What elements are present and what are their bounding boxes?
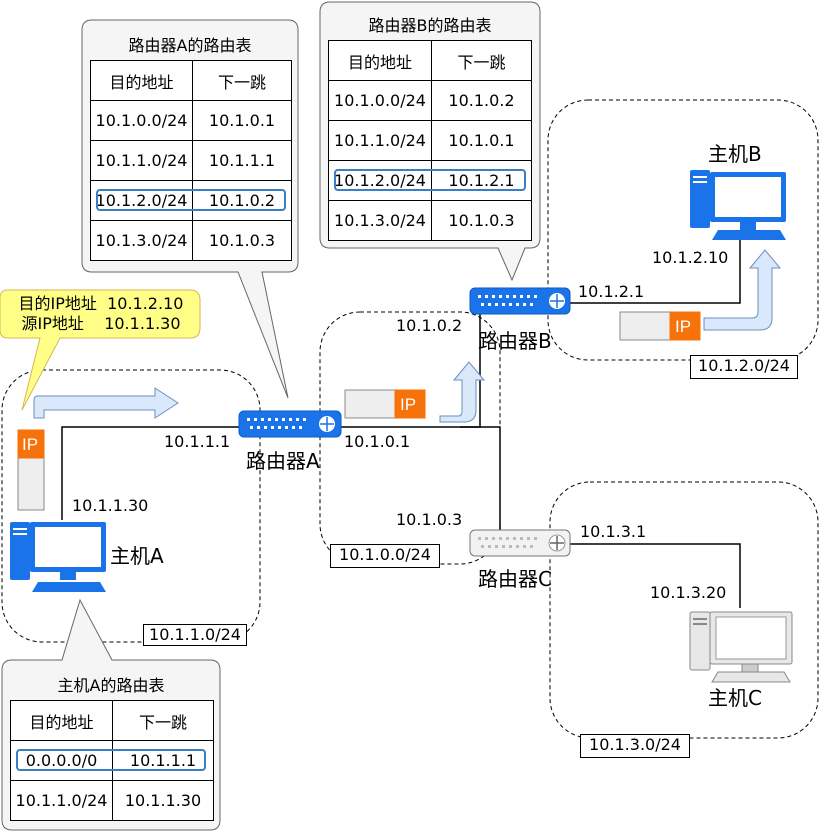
route-next: 10.1.0.3 [192,220,292,261]
packet-at-routerB [619,311,701,341]
network-region-10-1-1 [1,369,261,643]
network-region-10-1-3 [549,481,819,739]
route-next: 10.1.0.2 [192,180,292,221]
host-c-icon [689,611,793,683]
flow-arrow-routerB [703,249,782,331]
host-a-label: 主机A [110,544,164,568]
packet-ip-label: IP [675,317,692,336]
flow-arrow-routerA [439,361,486,423]
route-dest: 10.1.1.0/24 [90,140,193,181]
packet-ip-label: IP [400,395,417,414]
routerB-table-title: 路由器B的路由表 [368,16,492,35]
route-next: 10.1.0.3 [431,200,532,241]
link-routerA-routerC [460,426,501,530]
network-label-10-1-3: 10.1.3.0/24 [580,734,690,758]
routerA-lan-ip: 10.1.1.1 [164,432,231,451]
router-c-icon [469,529,571,557]
packet-at-routerA [344,389,426,419]
router-c-label: 路由器C [478,567,552,591]
network-label-10-1-0: 10.1.0.0/24 [330,544,440,568]
table-header-dest: 目的地址 [10,700,113,741]
routerA-matched-route-highlight [96,189,286,211]
route-next: 10.1.1.1 [192,140,292,181]
table-header-next: 下一跳 [431,40,532,81]
route-dest: 10.1.1.0/24 [10,780,113,821]
table-header-next: 下一跳 [192,60,292,101]
network-region-10-1-2 [547,99,819,361]
host-c-label: 主机C [708,686,762,710]
table-header-dest: 目的地址 [90,60,193,101]
host-b-label: 主机B [708,142,762,166]
note-dest-ip: 目的IP地址 10.1.2.10 [18,294,184,313]
packet-ip-label: IP [22,435,39,454]
routerC-lan-ip: 10.1.3.1 [580,522,647,541]
route-next: 10.1.1.1 [112,740,214,781]
packet-header-note: 目的IP地址 10.1.2.10 源IP地址 10.1.1.30 [4,294,198,334]
router-a-label: 路由器A [246,449,320,473]
link-routerB-hostB [568,240,741,304]
route-dest: 10.1.0.0/24 [328,80,432,121]
route-dest: 10.1.3.0/24 [90,220,193,261]
route-dest: 0.0.0.0/0 [10,740,113,781]
packet-at-hostA [17,429,45,511]
route-next: 10.1.0.1 [431,120,532,161]
host-a-icon [10,522,106,592]
route-dest: 10.1.2.0/24 [90,180,193,221]
routerB-core-ip: 10.1.0.2 [396,316,463,335]
route-next: 10.1.0.1 [192,100,292,141]
routerA-core-ip: 10.1.0.1 [344,432,411,451]
network-label-10-1-2: 10.1.2.0/24 [690,355,798,379]
routerC-core-ip: 10.1.0.3 [396,510,463,529]
routerA-table-title: 路由器A的路由表 [128,36,252,55]
route-next: 10.1.1.30 [112,780,214,821]
route-dest: 10.1.3.0/24 [328,200,432,241]
host-a-ip: 10.1.1.30 [72,496,149,515]
router-a-icon [238,410,342,438]
route-dest: 10.1.1.0/24 [328,120,432,161]
network-label-10-1-1: 10.1.1.0/24 [143,624,247,646]
route-next: 10.1.0.2 [431,80,532,121]
routerB-lan-ip: 10.1.2.1 [578,282,645,301]
host-c-ip: 10.1.3.20 [650,583,727,602]
routerB-matched-route-highlight [334,169,526,191]
hostA-matched-route-highlight [16,749,206,771]
flow-arrow-hostA [33,387,179,419]
host-b-ip: 10.1.2.10 [652,248,729,267]
route-dest: 10.1.0.0/24 [90,100,193,141]
router-b-label: 路由器B [478,329,552,353]
packet-note-callout [0,289,201,411]
note-src-ip: 源IP地址 10.1.1.30 [21,314,181,333]
router-b-icon [469,287,571,315]
table-header-next: 下一跳 [112,700,214,741]
hostA-table-title: 主机A的路由表 [57,676,165,695]
table-header-dest: 目的地址 [328,40,432,81]
host-b-icon [690,170,786,240]
link-hostA-routerA [61,426,245,520]
link-routerC-hostC [568,543,741,608]
